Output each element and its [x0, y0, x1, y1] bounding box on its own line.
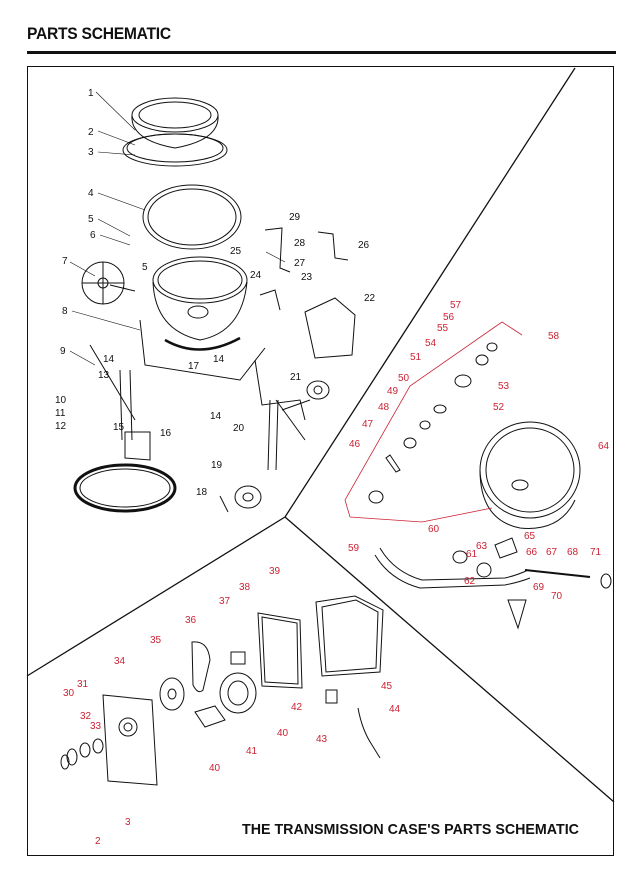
svg-text:21: 21: [290, 372, 302, 383]
svg-text:18: 18: [196, 487, 208, 498]
svg-text:34: 34: [114, 656, 126, 667]
transmission-assembly: [60, 595, 384, 786]
svg-text:40: 40: [209, 763, 221, 774]
svg-text:63: 63: [476, 541, 488, 552]
svg-text:5: 5: [88, 214, 94, 225]
svg-text:10: 10: [55, 395, 67, 406]
svg-text:3: 3: [125, 817, 131, 828]
svg-text:16: 16: [160, 428, 172, 439]
svg-text:13: 13: [98, 370, 110, 381]
svg-text:38: 38: [239, 582, 251, 593]
transmission-callouts: 30 31 32 33 34 35 36 37 38 39 40 40 41 4…: [63, 566, 401, 847]
svg-text:5: 5: [142, 262, 148, 273]
svg-text:26: 26: [358, 240, 370, 251]
svg-text:46: 46: [349, 439, 361, 450]
title-rule: [27, 51, 616, 54]
svg-text:59: 59: [348, 543, 360, 554]
svg-text:11: 11: [55, 408, 66, 419]
svg-text:53: 53: [498, 381, 510, 392]
svg-text:69: 69: [533, 582, 545, 593]
svg-text:3: 3: [88, 147, 94, 158]
svg-text:48: 48: [378, 402, 390, 413]
svg-text:70: 70: [551, 591, 563, 602]
svg-text:62: 62: [464, 576, 476, 587]
svg-text:35: 35: [150, 635, 162, 646]
svg-text:64: 64: [598, 441, 610, 452]
svg-text:50: 50: [398, 373, 410, 384]
svg-text:40: 40: [277, 728, 289, 739]
footer-title: THE TRANSMISSION CASE'S PARTS SCHEMATIC: [242, 821, 579, 838]
svg-text:39: 39: [269, 566, 281, 577]
svg-text:45: 45: [381, 681, 393, 692]
svg-text:9: 9: [60, 346, 66, 357]
svg-text:43: 43: [316, 734, 328, 745]
svg-text:30: 30: [63, 688, 75, 699]
svg-text:2: 2: [95, 836, 101, 847]
svg-text:8: 8: [62, 306, 68, 317]
svg-text:32: 32: [80, 711, 92, 722]
svg-text:66: 66: [526, 547, 538, 558]
svg-text:31: 31: [77, 679, 89, 690]
svg-text:56: 56: [443, 312, 455, 323]
svg-text:28: 28: [294, 238, 306, 249]
svg-text:58: 58: [548, 331, 560, 342]
svg-text:71: 71: [590, 547, 602, 558]
svg-text:42: 42: [291, 702, 303, 713]
svg-text:23: 23: [301, 272, 313, 283]
svg-text:19: 19: [211, 460, 223, 471]
drum-assembly: [368, 342, 612, 630]
svg-text:47: 47: [362, 419, 374, 430]
callout: 1: [88, 88, 94, 99]
svg-text:2: 2: [88, 127, 94, 138]
svg-text:15: 15: [113, 422, 125, 433]
mixer-callouts: 1 2 3 4 5 6 5 7 8 9 10 11 12 13 14 14 14…: [55, 88, 376, 498]
svg-text:25: 25: [230, 246, 242, 257]
svg-text:33: 33: [90, 721, 102, 732]
svg-text:41: 41: [246, 746, 258, 757]
svg-text:37: 37: [219, 596, 231, 607]
svg-text:17: 17: [188, 361, 200, 372]
svg-text:20: 20: [233, 423, 245, 434]
drum-callouts: 46 47 48 49 50 51 52 53 54 55 56 57 58 5…: [348, 300, 610, 602]
svg-text:29: 29: [289, 212, 301, 223]
svg-text:52: 52: [493, 402, 505, 413]
svg-text:14: 14: [103, 354, 115, 365]
svg-text:67: 67: [546, 547, 558, 558]
svg-text:22: 22: [364, 293, 376, 304]
svg-text:55: 55: [437, 323, 449, 334]
svg-text:24: 24: [250, 270, 262, 281]
svg-text:57: 57: [450, 300, 462, 311]
svg-text:12: 12: [55, 421, 67, 432]
svg-text:44: 44: [389, 704, 401, 715]
svg-text:14: 14: [213, 354, 225, 365]
svg-text:61: 61: [466, 549, 478, 560]
mixer-assembly: [73, 97, 356, 513]
page-title: PARTS SCHEMATIC: [27, 24, 171, 43]
svg-text:54: 54: [425, 338, 437, 349]
svg-text:7: 7: [62, 256, 68, 267]
svg-text:60: 60: [428, 524, 440, 535]
svg-text:6: 6: [90, 230, 96, 241]
svg-text:27: 27: [294, 258, 306, 269]
svg-text:49: 49: [387, 386, 399, 397]
schematic-frame: [27, 66, 614, 856]
svg-text:68: 68: [567, 547, 579, 558]
svg-text:36: 36: [185, 615, 197, 626]
svg-text:51: 51: [410, 352, 422, 363]
svg-text:4: 4: [88, 188, 94, 199]
svg-text:14: 14: [210, 411, 222, 422]
svg-text:65: 65: [524, 531, 536, 542]
